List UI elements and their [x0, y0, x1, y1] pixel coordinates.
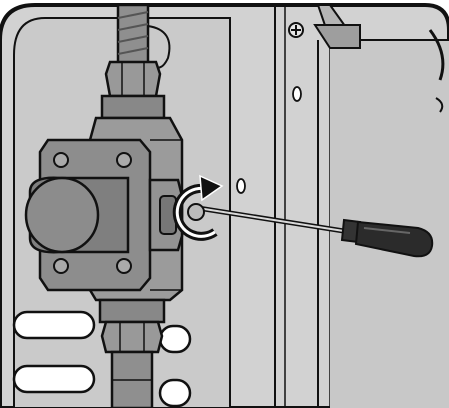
flange-bolt [53, 152, 132, 274]
screw-head-icon [288, 22, 304, 38]
screwdriver-handle [354, 220, 434, 258]
screwdriver-icon [187, 203, 434, 258]
adjustment-screw [187, 203, 205, 221]
vent-slot [158, 324, 192, 354]
lower-fitting [98, 298, 166, 324]
vent-slot [158, 378, 192, 408]
panel-hole [236, 178, 246, 194]
rotation-arrow-icon [172, 174, 224, 241]
regulator-dome-face [24, 176, 100, 254]
vent-slot [12, 364, 96, 394]
pipe-nut [104, 60, 162, 98]
panel-hole [292, 86, 302, 102]
top-bracket-flange [313, 24, 361, 49]
lower-gas-pipe [98, 298, 166, 408]
upper-gas-pipe [100, 3, 171, 120]
gas-regulator [24, 116, 184, 302]
pipe-fitting [100, 94, 166, 120]
lower-nut [100, 320, 164, 354]
right-side-clip [428, 29, 445, 81]
vent-slot [12, 310, 96, 340]
